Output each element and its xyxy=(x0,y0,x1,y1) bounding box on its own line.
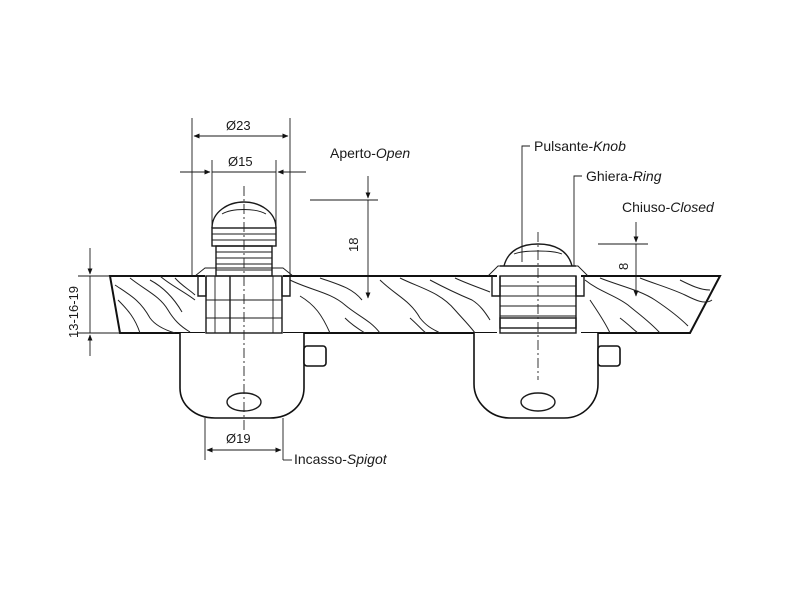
label-spigot: Incasso-Spigot xyxy=(294,451,388,467)
dimension-open-travel: 18 xyxy=(310,176,378,299)
leader-knob xyxy=(521,145,530,262)
dimension-closed-travel: 8 xyxy=(598,222,648,297)
label-closed-travel: 8 xyxy=(616,263,631,270)
latch-pin-right xyxy=(597,345,621,367)
dimension-d19: Ø19 xyxy=(204,418,284,460)
leader-ring xyxy=(573,175,582,266)
housing-left xyxy=(179,333,305,419)
latch-pin-left xyxy=(303,345,327,367)
fixture-open xyxy=(179,186,327,432)
pivot-hole-right xyxy=(520,392,556,412)
label-d15: Ø15 xyxy=(228,154,253,169)
label-d23: Ø23 xyxy=(226,118,251,133)
housing-right xyxy=(473,333,599,419)
label-knob: Pulsante-Knob xyxy=(534,138,626,154)
dimension-thickness: 13-16-19 xyxy=(66,248,130,356)
wood-grain xyxy=(114,275,713,334)
panel-board xyxy=(108,275,722,334)
label-open: Aperto-Open xyxy=(330,145,410,161)
label-thickness: 13-16-19 xyxy=(66,286,81,338)
label-closed: Chiuso-Closed xyxy=(622,199,715,215)
label-ring: Ghiera-Ring xyxy=(586,168,662,184)
fixture-closed xyxy=(473,232,621,419)
label-open-travel: 18 xyxy=(346,238,361,252)
dimension-d23: Ø23 xyxy=(191,118,291,276)
label-d19: Ø19 xyxy=(226,431,251,446)
dimension-d15: Ø15 xyxy=(180,154,306,230)
